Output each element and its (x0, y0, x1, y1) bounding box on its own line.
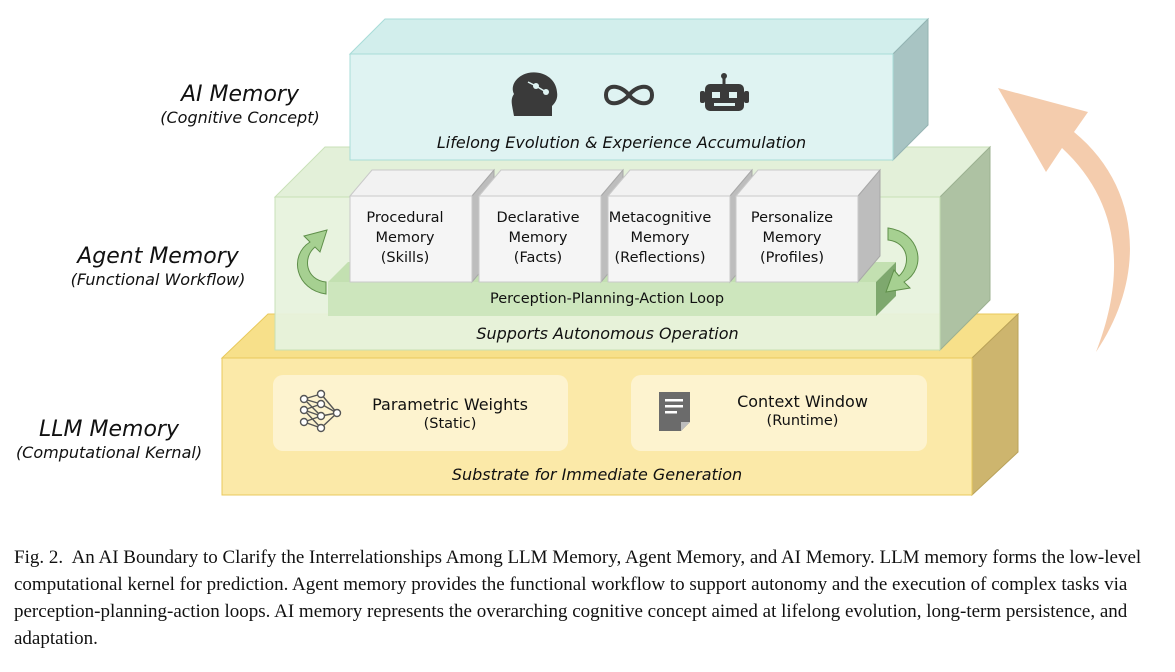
llm-memory-label: LLM Memory (Computational Kernal) (4, 417, 214, 463)
parametric-weights-text: Parametric Weights (Static) (340, 394, 560, 433)
loop-label: Perception-Planning-Action Loop (489, 291, 725, 307)
context-window-title: Context Window (737, 392, 868, 411)
loop-bar (328, 282, 876, 316)
head-circuit-icon (511, 72, 558, 116)
llm-memory-title: LLM Memory (39, 417, 179, 442)
caption-label: Fig. 2. (14, 547, 64, 568)
diagram: AI Memory (Cognitive Concept) Agent Memo… (4, 17, 1130, 497)
robot-icon (700, 73, 749, 111)
ai-memory-description: Lifelong Evolution & Experience Accumula… (436, 133, 807, 152)
cycle-arrow-right-icon (885, 227, 919, 293)
agent-memory-subtitle: (Functional Workflow) (70, 270, 246, 289)
diagram-canvas (220, 17, 1130, 497)
cycle-arrow-left-icon (296, 229, 328, 295)
ai-memory-subtitle: (Cognitive Concept) (160, 108, 320, 127)
figure-caption: Fig. 2. An AI Boundary to Clarify the In… (14, 544, 1154, 652)
agent-memory-label: Agent Memory (Functional Workflow) (48, 244, 268, 290)
agent-memory-block (273, 145, 992, 352)
parametric-weights-sub: (Static) (423, 416, 477, 432)
infinity-icon (603, 84, 655, 106)
context-window-sub: (Runtime) (766, 413, 839, 429)
llm-memory-subtitle: (Computational Kernal) (15, 443, 203, 462)
ai-memory-title: AI Memory (180, 82, 299, 107)
context-window-card (631, 375, 927, 451)
ai-memory-label: AI Memory (Cognitive Concept) (140, 82, 340, 128)
agent-memory-description: Supports Autonomous Operation (476, 324, 739, 343)
context-window-text: Context Window (Runtime) (700, 391, 905, 430)
ai-memory-block (348, 17, 930, 162)
neural-network-icon (299, 389, 342, 433)
memory-cubes (348, 168, 882, 284)
parametric-weights-title: Parametric Weights (372, 395, 528, 414)
upward-arrow (998, 88, 1130, 352)
agent-memory-title: Agent Memory (77, 244, 239, 269)
caption-text: An AI Boundary to Clarify the Interrelat… (14, 547, 1142, 649)
llm-memory-description: Substrate for Immediate Generation (451, 465, 743, 484)
parametric-weights-card (273, 375, 568, 451)
document-icon (659, 392, 690, 431)
